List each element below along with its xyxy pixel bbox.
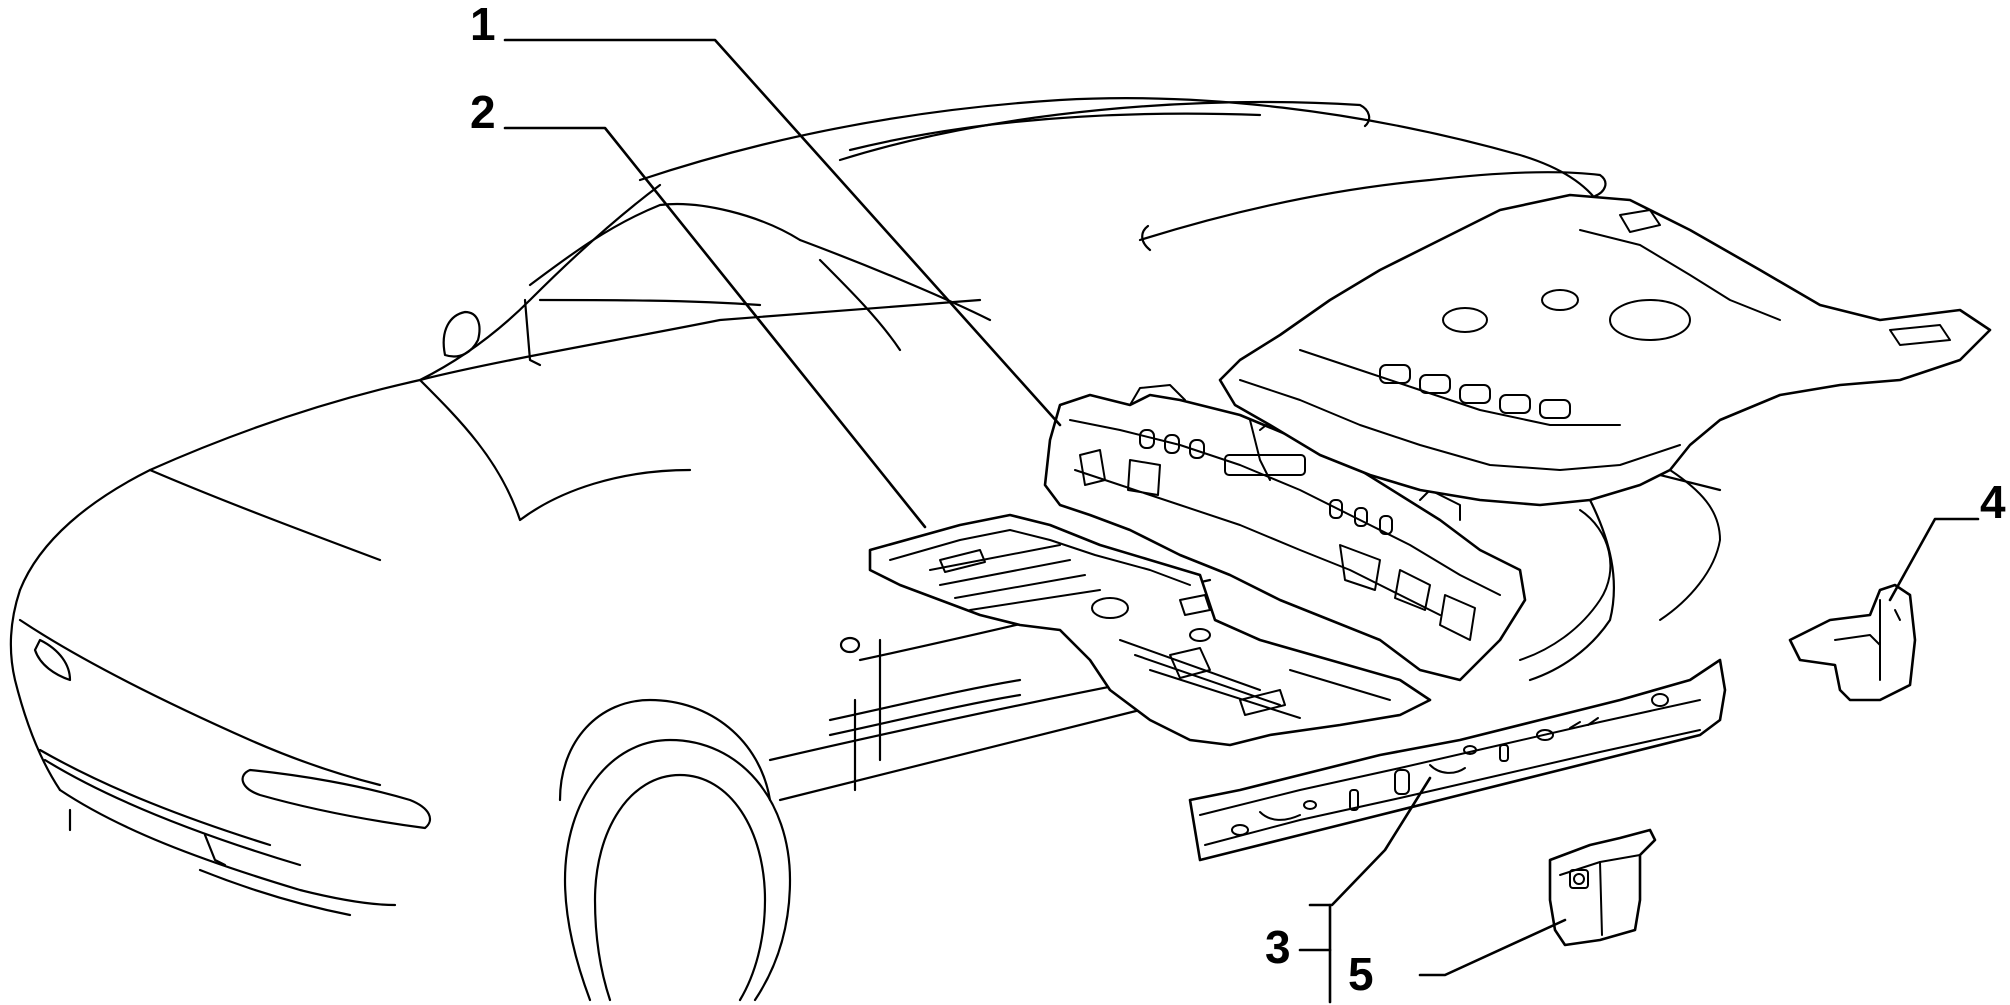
rear-floor-pan [1218,193,1992,661]
callout-3: 3 [1265,921,1291,973]
callout-1: 1 [470,0,496,50]
callout-2: 2 [470,86,496,138]
part-4-bracket [1788,583,1917,702]
leader-lines [503,38,1980,1004]
callout-labels: 1 2 3 4 5 [470,0,2006,1000]
callout-4: 4 [1980,476,2006,528]
part-5-reinforcement [1548,828,1657,947]
callout-5: 5 [1348,948,1374,1000]
part-2-front-floor-pan [868,513,1432,747]
part-1-floor-crossmember [1043,384,1527,682]
part-3-side-sill [1188,658,1727,862]
